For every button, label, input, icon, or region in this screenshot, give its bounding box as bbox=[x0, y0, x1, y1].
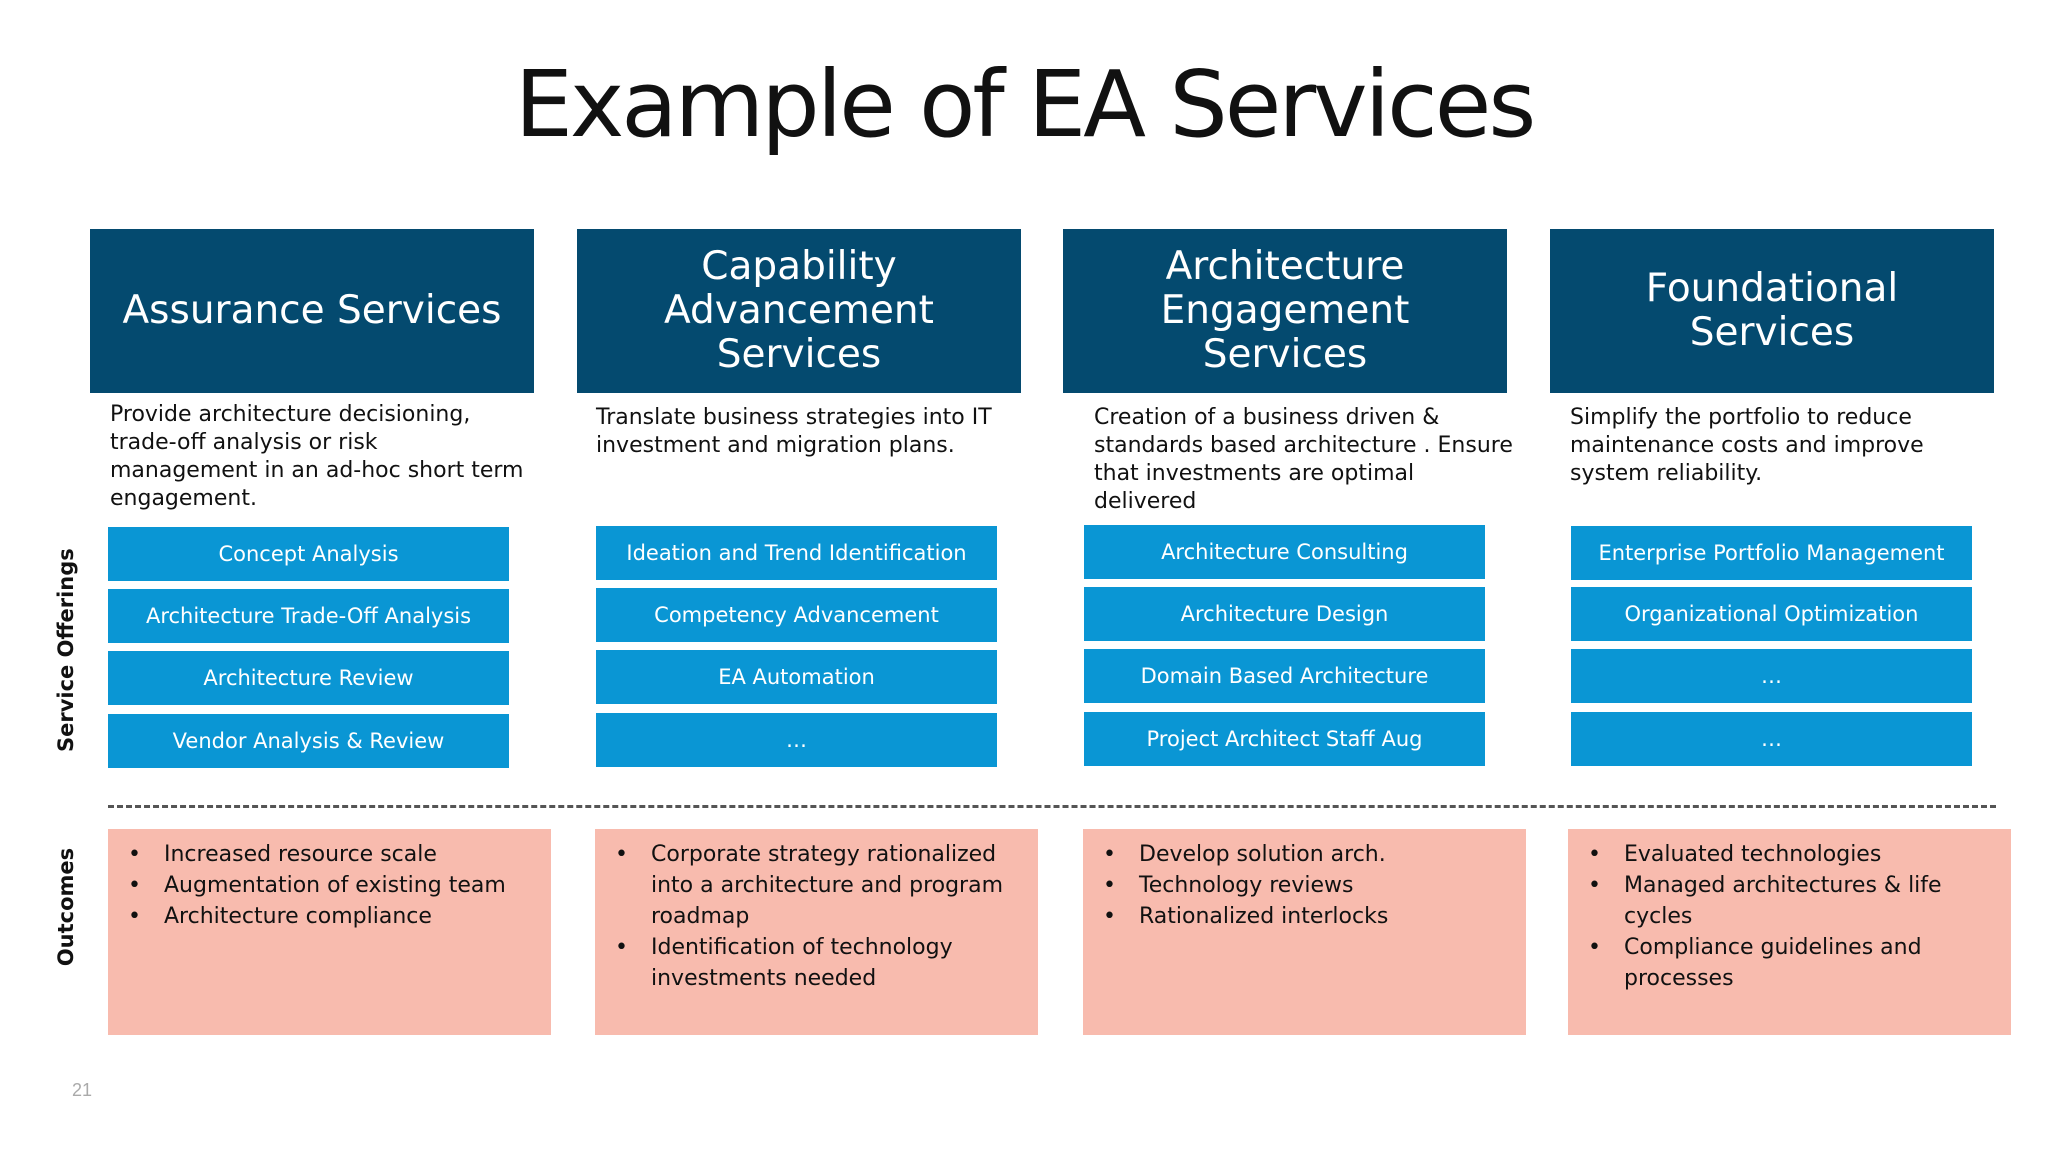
offering-project-architect-staff-aug: Project Architect Staff Aug bbox=[1084, 712, 1485, 766]
offering-ea-automation: EA Automation bbox=[596, 650, 997, 704]
outcome-item: Architecture compliance bbox=[128, 901, 531, 932]
offering-architecture-review: Architecture Review bbox=[108, 651, 509, 705]
outcomes-assurance: Increased resource scale Augmentation of… bbox=[108, 829, 551, 1035]
outcome-item: Managed architectures & life cycles bbox=[1588, 870, 1991, 932]
outcome-item: Identification of technology investments… bbox=[615, 932, 1018, 994]
slide-title: Example of EA Services bbox=[514, 51, 1537, 158]
section-divider bbox=[108, 805, 1996, 808]
outcomes-row-label: Outcomes bbox=[54, 847, 78, 967]
outcome-item: Rationalized interlocks bbox=[1103, 901, 1506, 932]
offering-concept-analysis: Concept Analysis bbox=[108, 527, 509, 581]
header-assurance-services: Assurance Services bbox=[90, 229, 534, 393]
header-architecture-engagement-services: Architecture Engagement Services bbox=[1063, 229, 1507, 393]
description-assurance: Provide architecture decisioning, trade-… bbox=[110, 402, 524, 511]
outcome-item: Compliance guidelines and processes bbox=[1588, 932, 1991, 994]
header-foundational-services: Foundational Services bbox=[1550, 229, 1994, 393]
header-capability-advancement-services: Capability Advancement Services bbox=[577, 229, 1021, 393]
offering-architecture-design: Architecture Design bbox=[1084, 587, 1485, 641]
offering-architecture-consulting: Architecture Consulting bbox=[1084, 525, 1485, 579]
description-foundational: Simplify the portfolio to reduce mainten… bbox=[1570, 405, 1924, 486]
outcome-item: Technology reviews bbox=[1103, 870, 1506, 901]
offering-ellipsis: … bbox=[1571, 649, 1972, 703]
offering-ellipsis: … bbox=[1571, 712, 1972, 766]
outcomes-foundational: Evaluated technologies Managed architect… bbox=[1568, 829, 2011, 1035]
offering-ideation-trend-identification: Ideation and Trend Identification bbox=[596, 526, 997, 580]
offering-ellipsis: … bbox=[596, 713, 997, 767]
offering-vendor-analysis-review: Vendor Analysis & Review bbox=[108, 714, 509, 768]
offering-organizational-optimization: Organizational Optimization bbox=[1571, 587, 1972, 641]
outcome-item: Augmentation of existing team bbox=[128, 870, 531, 901]
page-number: 21 bbox=[72, 1080, 93, 1100]
description-architecture-engagement: Creation of a business driven & standard… bbox=[1094, 405, 1513, 514]
description-capability-advancement: Translate business strategies into IT in… bbox=[596, 405, 992, 458]
offering-architecture-trade-off-analysis: Architecture Trade-Off Analysis bbox=[108, 589, 509, 643]
outcomes-capability-advancement: Corporate strategy rationalized into a a… bbox=[595, 829, 1038, 1035]
offering-enterprise-portfolio-management: Enterprise Portfolio Management bbox=[1571, 526, 1972, 580]
outcome-item: Develop solution arch. bbox=[1103, 839, 1506, 870]
offering-competency-advancement: Competency Advancement bbox=[596, 588, 997, 642]
offering-domain-based-architecture: Domain Based Architecture bbox=[1084, 649, 1485, 703]
outcome-item: Increased resource scale bbox=[128, 839, 531, 870]
outcome-item: Corporate strategy rationalized into a a… bbox=[615, 839, 1018, 932]
service-offerings-row-label: Service Offerings bbox=[54, 548, 78, 752]
outcomes-architecture-engagement: Develop solution arch. Technology review… bbox=[1083, 829, 1526, 1035]
outcome-item: Evaluated technologies bbox=[1588, 839, 1991, 870]
